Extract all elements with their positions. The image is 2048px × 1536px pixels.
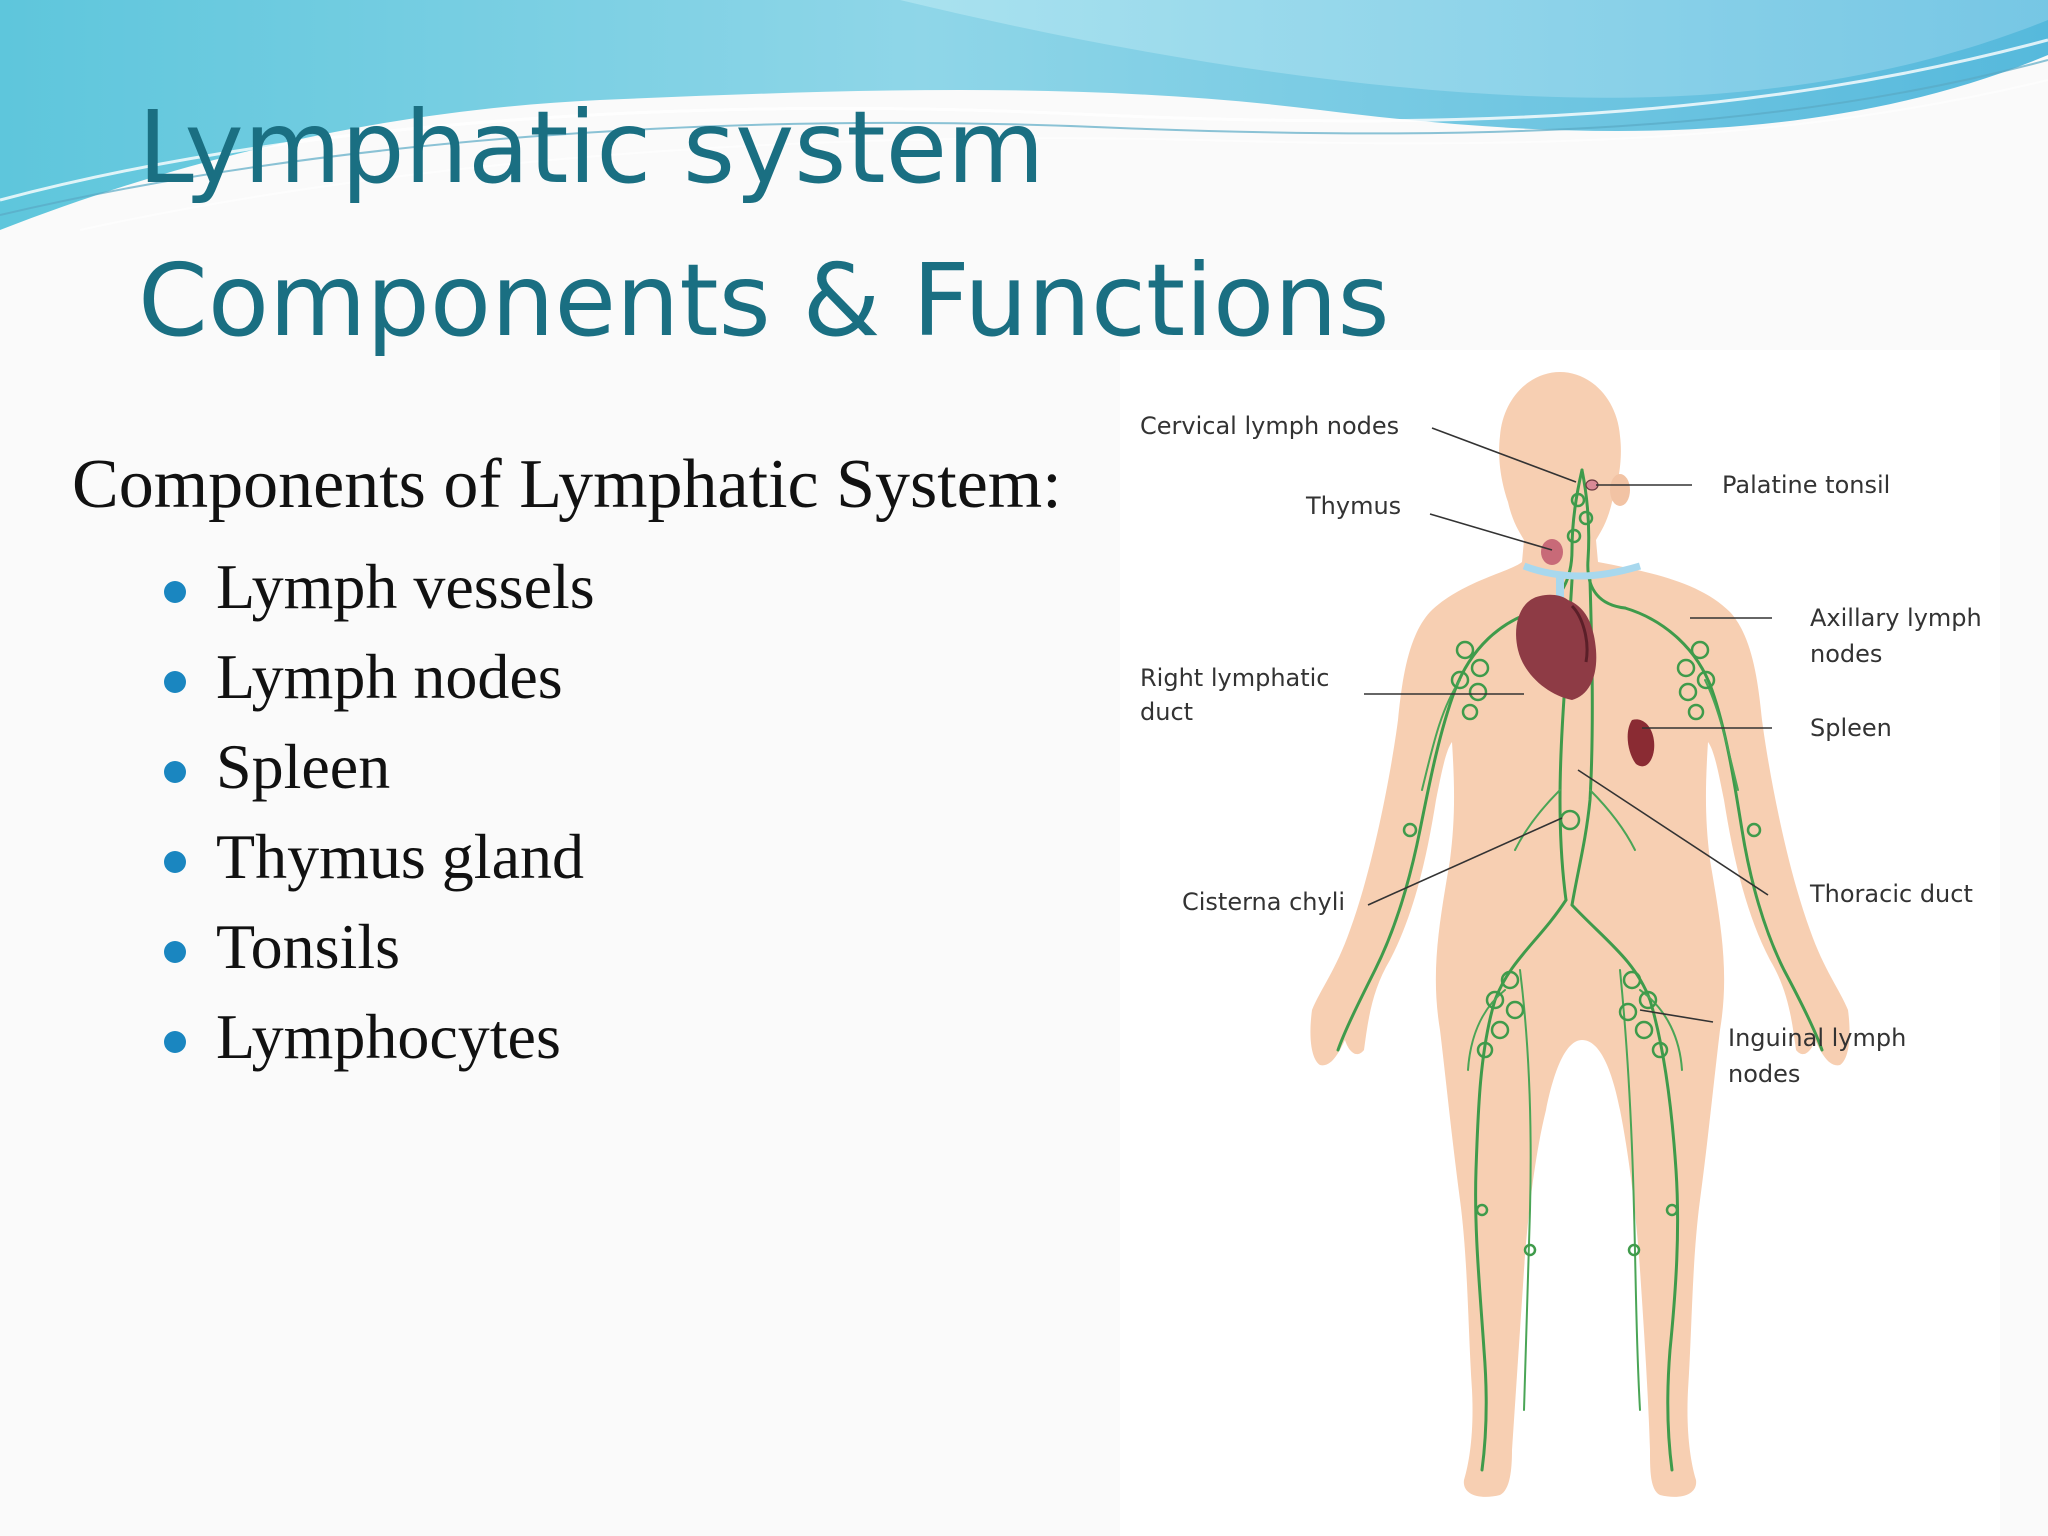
subclavian-vein (1522, 562, 1642, 580)
label-inguinal-lymph-nodes-line-2: nodes (1728, 1060, 1800, 1088)
label-spleen: Spleen (1810, 714, 1892, 742)
slide-title-line-2: Components & Functions (138, 242, 1390, 359)
label-palatine-tonsil: Palatine tonsil (1722, 471, 1890, 499)
heart-organ (1516, 594, 1597, 700)
list-item: Spleen (0, 727, 700, 807)
component-label: Lymphocytes (216, 1001, 561, 1072)
lymphatic-system-figure: Cervical lymph nodes Thymus Palatine ton… (1120, 350, 2000, 1536)
list-item: Lymph nodes (0, 637, 700, 717)
lymph-nodes (1402, 492, 1762, 1257)
spleen-organ (1627, 719, 1655, 767)
label-axillary-lymph-nodes-line-1: Axillary lymph (1810, 604, 1982, 632)
body-diagram: Cervical lymph nodes Thymus Palatine ton… (1140, 372, 1982, 1497)
label-right-lymphatic-duct-line-2: duct (1140, 698, 1193, 726)
component-label: Thymus gland (216, 821, 584, 892)
label-thymus: Thymus (1305, 492, 1401, 520)
header-wave-decoration (0, 0, 2048, 231)
thymus-organ (1541, 539, 1563, 565)
bullet-icon (164, 581, 186, 603)
components-heading: Components of Lymphatic System: (72, 446, 1062, 523)
ear (1610, 474, 1630, 506)
leader-lines (1364, 427, 1772, 1023)
bullet-icon (164, 941, 186, 963)
slide-title-line-1: Lymphatic system (138, 89, 1045, 206)
heart-detail (1570, 604, 1589, 663)
bullet-icon (164, 671, 186, 693)
label-thoracic-duct: Thoracic duct (1809, 880, 1973, 908)
label-cisterna-chyli: Cisterna chyli (1182, 888, 1345, 916)
bullet-icon (164, 851, 186, 873)
list-item: Lymphocytes (0, 997, 700, 1077)
component-label: Lymph vessels (216, 551, 595, 622)
bullet-icon (164, 761, 186, 783)
label-axillary-lymph-nodes-line-2: nodes (1810, 640, 1882, 668)
list-item: Tonsils (0, 907, 700, 987)
list-item: Thymus gland (0, 817, 700, 897)
body-silhouette (1310, 372, 1850, 1497)
diagram-labels: Cervical lymph nodes Thymus Palatine ton… (1140, 412, 1982, 1088)
bullet-icon (164, 1031, 186, 1053)
label-cervical-lymph-nodes: Cervical lymph nodes (1140, 412, 1399, 440)
component-label: Tonsils (216, 911, 400, 982)
list-item: Lymph vessels (0, 547, 700, 627)
component-label: Spleen (216, 731, 391, 802)
label-inguinal-lymph-nodes-line-1: Inguinal lymph (1728, 1024, 1906, 1052)
label-right-lymphatic-duct-line-1: Right lymphatic (1140, 664, 1330, 692)
component-label: Lymph nodes (216, 641, 563, 712)
body-outline (1310, 372, 1850, 1497)
